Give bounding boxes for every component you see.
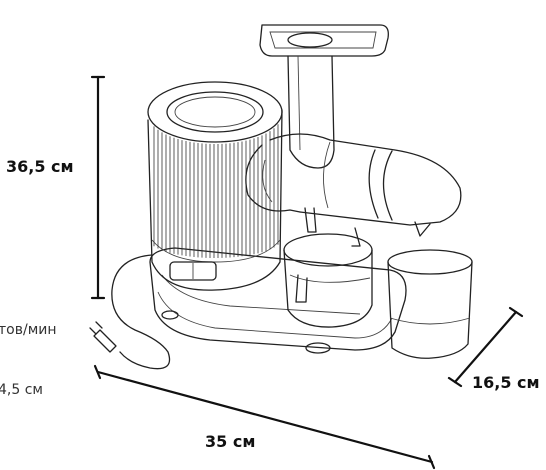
- pulp-container: [387, 249, 473, 359]
- juice-cup: [283, 227, 373, 328]
- width-label: 35 см: [205, 432, 256, 451]
- juicing-drum: [245, 133, 462, 237]
- speed-text-fragment: тов/мин: [0, 322, 57, 338]
- power-cord: [89, 254, 171, 370]
- housing-ribs: [153, 124, 279, 258]
- motor-housing: [147, 81, 283, 291]
- height-label: 36,5 см: [6, 157, 74, 176]
- juicer-base: [149, 247, 407, 354]
- width-dimension-line: [93, 364, 436, 470]
- depth-dimension-line: [447, 306, 524, 388]
- depth-label: 16,5 см: [472, 373, 540, 392]
- size-text-fragment: 4,5 см: [0, 382, 43, 398]
- height-dimension-line: [90, 75, 106, 300]
